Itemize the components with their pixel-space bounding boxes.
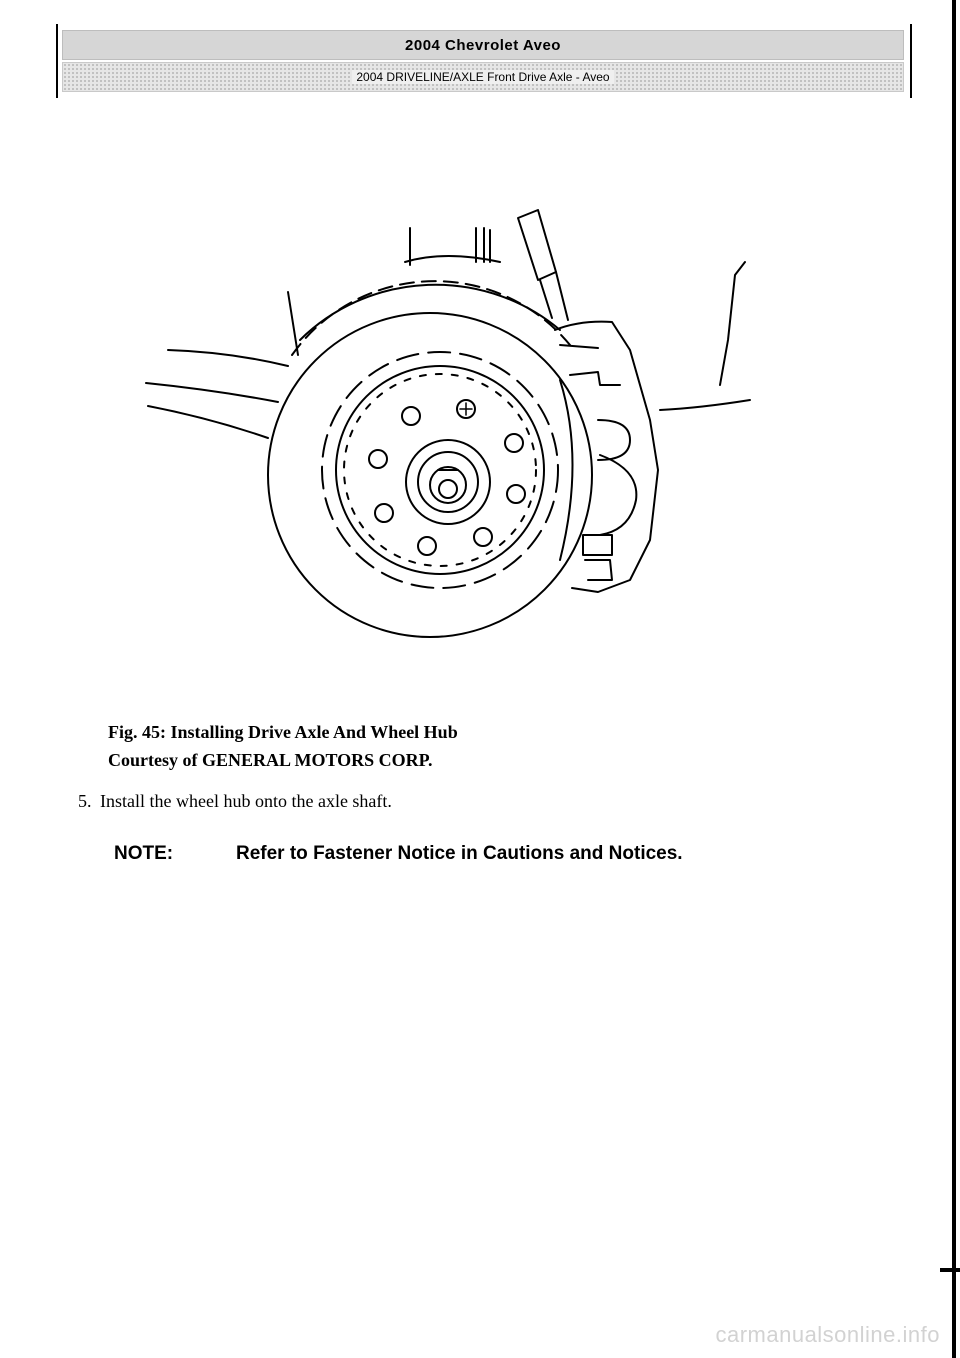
document-title-text: 2004 Chevrolet Aveo: [405, 36, 561, 54]
note-text: Refer to Fastener Notice in Cautions and…: [236, 843, 683, 864]
note-block: NOTE: Refer to Fastener Notice in Cautio…: [114, 840, 714, 868]
document-subtitle-text: 2004 DRIVELINE/AXLE Front Drive Axle - A…: [352, 70, 614, 84]
note-label: NOTE:: [114, 843, 174, 864]
page-edge-corner: [940, 1268, 960, 1272]
brake-caliper: [554, 320, 659, 593]
brake-disc: [267, 280, 593, 638]
steering-knuckle: [404, 209, 569, 321]
document-subtitle: 2004 DRIVELINE/AXLE Front Drive Axle - A…: [62, 62, 904, 92]
figure-caption: Fig. 45: Installing Drive Axle And Wheel…: [108, 718, 458, 774]
wheel-studs: [368, 399, 526, 556]
step-text: Install the wheel hub onto the axle shaf…: [100, 791, 392, 811]
figure-caption-title: Fig. 45: Installing Drive Axle And Wheel…: [108, 722, 458, 742]
step-number: 5.: [78, 791, 92, 811]
control-arm-lines: [145, 291, 299, 439]
strut-lines: [659, 261, 751, 411]
page-edge-rule: [952, 0, 956, 1358]
site-watermark: carmanualsonline.info: [715, 1322, 940, 1347]
figure-caption-credit: Courtesy of GENERAL MOTORS CORP.: [108, 750, 433, 770]
document-title: 2004 Chevrolet Aveo: [62, 30, 904, 60]
procedure-step: 5. Install the wheel hub onto the axle s…: [78, 791, 392, 812]
header-frame: [56, 24, 912, 98]
hub-center: [405, 439, 491, 525]
wheel-hub-illustration: [145, 209, 751, 638]
